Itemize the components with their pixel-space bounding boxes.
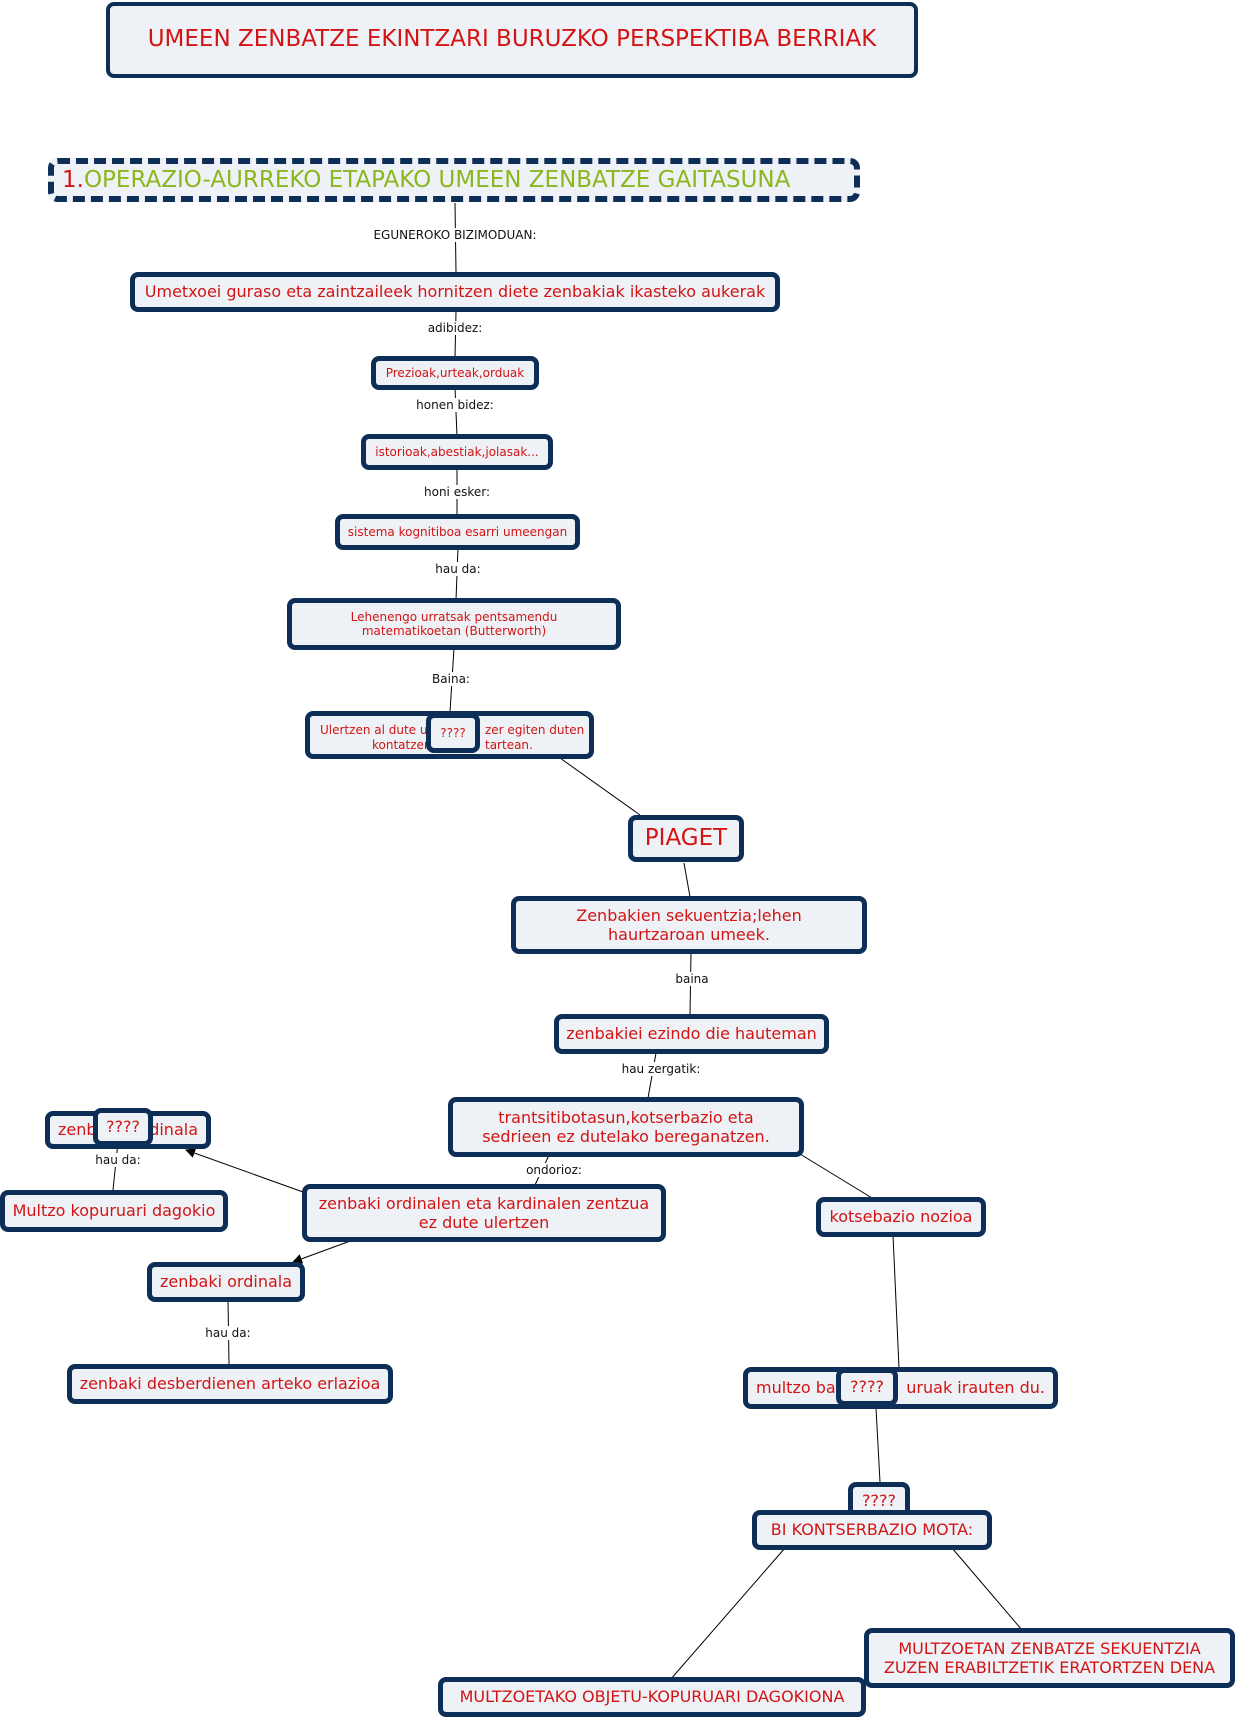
main-title: UMEEN ZENBATZE EKINTZARI BURUZKO PERSPEK…: [106, 2, 918, 78]
node-question-ulertzen: ????: [426, 713, 480, 753]
node-sekuentzia: Zenbakien sekuentzia;lehen haurtzaroan u…: [511, 896, 867, 954]
section-heading: 1.OPERAZIO-AURREKO ETAPAKO UMEEN ZENBATZ…: [48, 158, 860, 202]
ulertzen-text-b: zer egiten duten: [485, 723, 585, 737]
link-line: [951, 1547, 1023, 1631]
node-lehenengo: Lehenengo urratsak pentsamendu matematik…: [287, 598, 621, 650]
node-ordinal-kardinal: zenbaki ordinalen eta kardinalen zentzua…: [302, 1184, 666, 1242]
node-sekuentzia-zuzen: MULTZOETAN ZENBATZE SEKUENTZIA ZUZEN ERA…: [864, 1628, 1235, 1688]
kardinala-text-b: dinala: [149, 1120, 198, 1140]
kardinala-text-a: zenb: [58, 1120, 97, 1140]
node-ordinala: zenbaki ordinala: [147, 1262, 305, 1302]
link-line: [875, 1407, 881, 1483]
link-label-adibidez: adibidez:: [425, 321, 485, 335]
node-istorioak: istorioak,abestiak,jolasak...: [361, 434, 553, 470]
node-trantsitibo: trantsitibotasun,kotserbazio eta sedriee…: [448, 1097, 804, 1157]
node-question-kardinala: ????: [93, 1108, 153, 1146]
node-umetxoei: Umetxoei guraso eta zaintzaileek hornitz…: [130, 272, 780, 312]
link-line: [292, 1239, 354, 1264]
link-label-hau-1: hau da:: [433, 562, 483, 576]
node-sistema: sistema kognitiboa esarri umeengan: [335, 514, 580, 550]
link-line: [185, 1148, 304, 1193]
link-label-honi: honi esker:: [421, 485, 493, 499]
link-line: [683, 862, 691, 898]
link-line: [559, 757, 641, 816]
node-objetu: MULTZOETAKO OBJETU-KOPURUARI DAGOKIONA: [438, 1677, 866, 1717]
link-label-egunero: EGUNEROKO BIZIMODUAN:: [371, 228, 539, 242]
irauten-text-b: uruak irauten du.: [906, 1378, 1045, 1398]
ulertzen-text-d: tartean.: [485, 738, 533, 752]
node-question-irauten: ????: [836, 1368, 898, 1406]
irauten-text-a: multzo ba: [756, 1378, 836, 1398]
link-label-hau-3: hau da:: [203, 1326, 253, 1340]
node-kotsebazio: kotsebazio nozioa: [816, 1197, 986, 1237]
link-label-honen: honen bidez:: [414, 398, 496, 412]
node-prezioak: Prezioak,urteak,orduak: [371, 356, 539, 390]
link-label-baina: baina: [673, 972, 711, 986]
ulertzen-text-a: Ulertzen al dute u: [320, 723, 428, 737]
node-piaget: PIAGET: [628, 815, 744, 862]
node-irauten: multzo ba uruak irauten du.: [743, 1367, 1058, 1409]
link-label-hau-2: hau da:: [93, 1153, 143, 1167]
ulertzen-text-c: kontatzen: [372, 738, 432, 752]
link-line: [799, 1153, 873, 1199]
link-line: [892, 1234, 900, 1369]
section-title: OPERAZIO-AURREKO ETAPAKO UMEEN ZENBATZE …: [83, 167, 791, 193]
link-line: [454, 387, 458, 437]
node-ezindo: zenbakiei ezindo die hauteman: [554, 1014, 829, 1054]
link-line: [669, 1547, 786, 1681]
link-label-baina-cap: Baina:: [430, 672, 472, 686]
section-number: 1.: [62, 167, 84, 193]
link-label-ondorioz: ondorioz:: [524, 1163, 584, 1177]
link-label-zergatik: hau zergatik:: [619, 1062, 703, 1076]
node-multzo-kopuru: Multzo kopuruari dagokio: [0, 1190, 228, 1232]
node-desberdin: zenbaki desberdienen arteko erlazioa: [67, 1364, 393, 1404]
node-bi-mota: BI KONTSERBAZIO MOTA:: [752, 1510, 992, 1550]
